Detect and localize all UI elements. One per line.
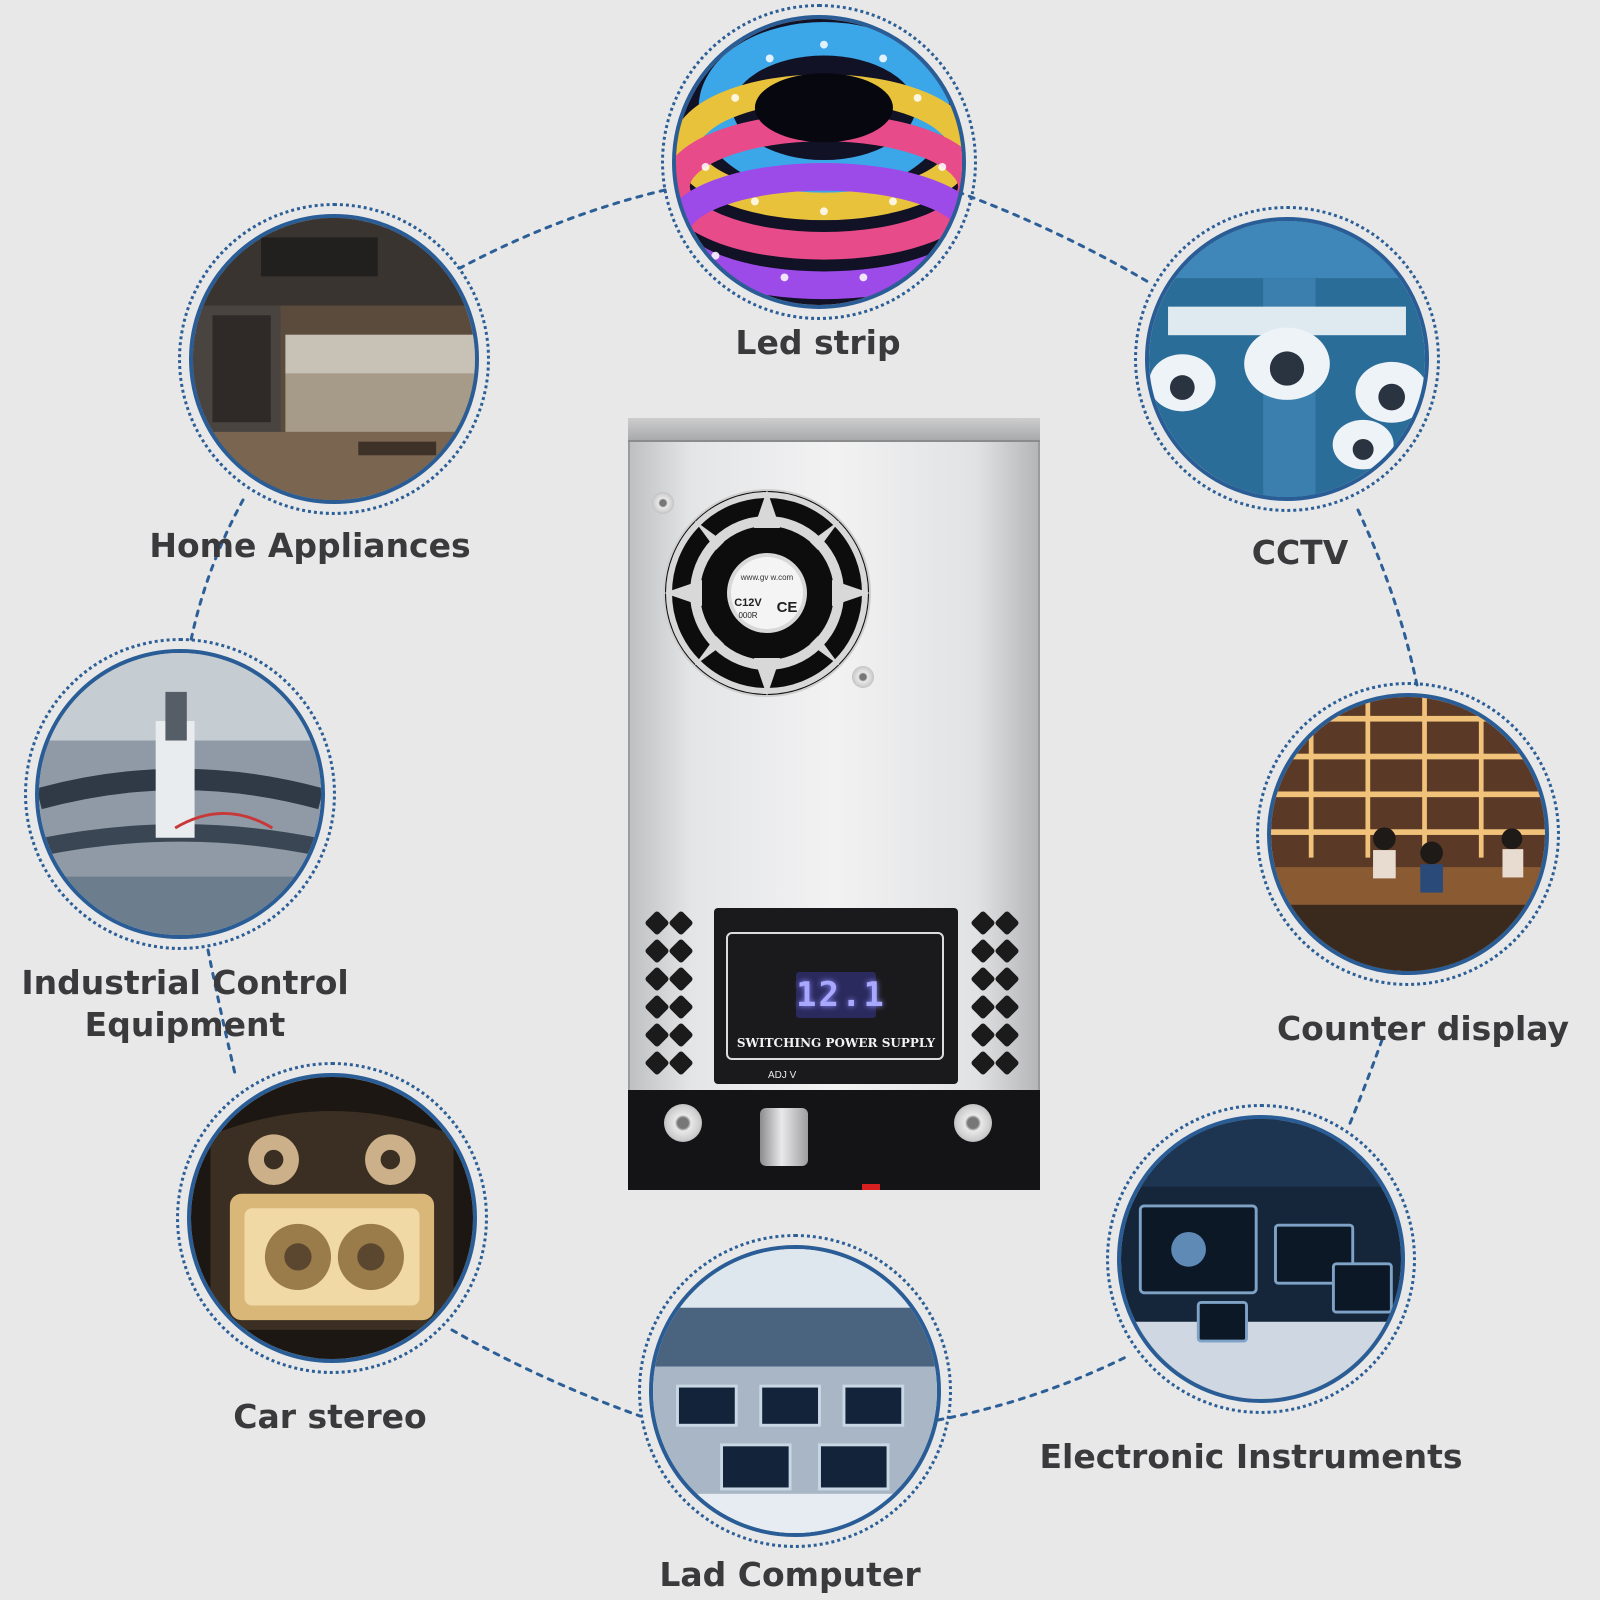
car-stereo-illustration	[191, 1077, 473, 1359]
connector-led-home	[458, 188, 667, 270]
industrial-control-label-line2: Equipment	[84, 1005, 286, 1044]
fan-sticker-line1: www.gv w.com	[740, 573, 794, 582]
panel-label: SWITCHING POWER SUPPLY	[736, 1036, 936, 1050]
cooling-fan-grille: www.gv w.com C12V 000R CE	[663, 489, 871, 697]
computer-lab-illustration	[653, 1249, 937, 1533]
counter-display-image	[1256, 682, 1560, 986]
switching-power-supply: www.gv w.com C12V 000R CE 12.1 SWI	[628, 418, 1040, 1190]
voltage-adjust-knob[interactable]	[760, 1108, 808, 1166]
fan-sticker-line3: 000R	[738, 611, 757, 620]
vent-left	[642, 908, 696, 1078]
kitchen-illustration	[193, 218, 475, 500]
voltage-display: 12.1	[796, 972, 884, 1018]
library-illustration	[1271, 697, 1545, 971]
control-panel: 12.1 SWITCHING POWER SUPPLY	[714, 908, 958, 1084]
vent-right	[968, 908, 1022, 1078]
led-strip-label: Led strip	[735, 323, 901, 362]
control-panel-frame	[726, 932, 944, 1060]
lad-computer-label: Lad Computer	[659, 1555, 921, 1594]
adj-v-label: ADJ V	[768, 1070, 797, 1081]
psu-top-edge	[628, 418, 1040, 442]
home-appliances-label: Home Appliances	[149, 526, 471, 565]
counter-display-label: Counter display	[1276, 1009, 1570, 1048]
connector-home-industrial	[188, 498, 245, 647]
cctv-image	[1134, 206, 1440, 512]
cctv-label: CCTV	[1251, 533, 1349, 572]
car-stereo-label: Car stereo	[233, 1397, 427, 1436]
car-stereo-image	[176, 1062, 488, 1374]
connector-cctv-counter	[1356, 508, 1420, 692]
power-switch[interactable]	[862, 1184, 880, 1190]
industrial-control-label: Industrial Control Equipment	[10, 962, 360, 1046]
electronics-lab-illustration	[1121, 1119, 1401, 1399]
led-strip-illustration	[676, 19, 962, 305]
fan-sticker-line2: C12V	[734, 597, 762, 609]
terminal-screw-right	[954, 1104, 992, 1142]
led-strip-image	[661, 4, 977, 320]
connector-counter-electronic	[1346, 1038, 1384, 1130]
electronic-instruments-image	[1106, 1104, 1416, 1414]
lad-computer-image	[638, 1234, 952, 1548]
cctv-illustration	[1149, 221, 1425, 497]
connector-led-cctv	[956, 190, 1152, 285]
connector-car-lad	[450, 1328, 642, 1418]
fan-sticker-ce-mark: CE	[777, 599, 798, 616]
screw-fan-right	[852, 666, 874, 688]
electronic-instruments-label: Electronic Instruments	[1039, 1437, 1463, 1476]
home-appliances-image	[178, 203, 490, 515]
industrial-control-label-line1: Industrial Control	[21, 963, 349, 1002]
connector-industrial-car	[206, 948, 238, 1080]
industrial-control-image	[24, 638, 336, 950]
screw-top-left	[652, 492, 674, 514]
terminal-screw-left	[664, 1104, 702, 1142]
industrial-illustration	[39, 653, 321, 935]
connector-lad-electronic	[936, 1353, 1132, 1422]
